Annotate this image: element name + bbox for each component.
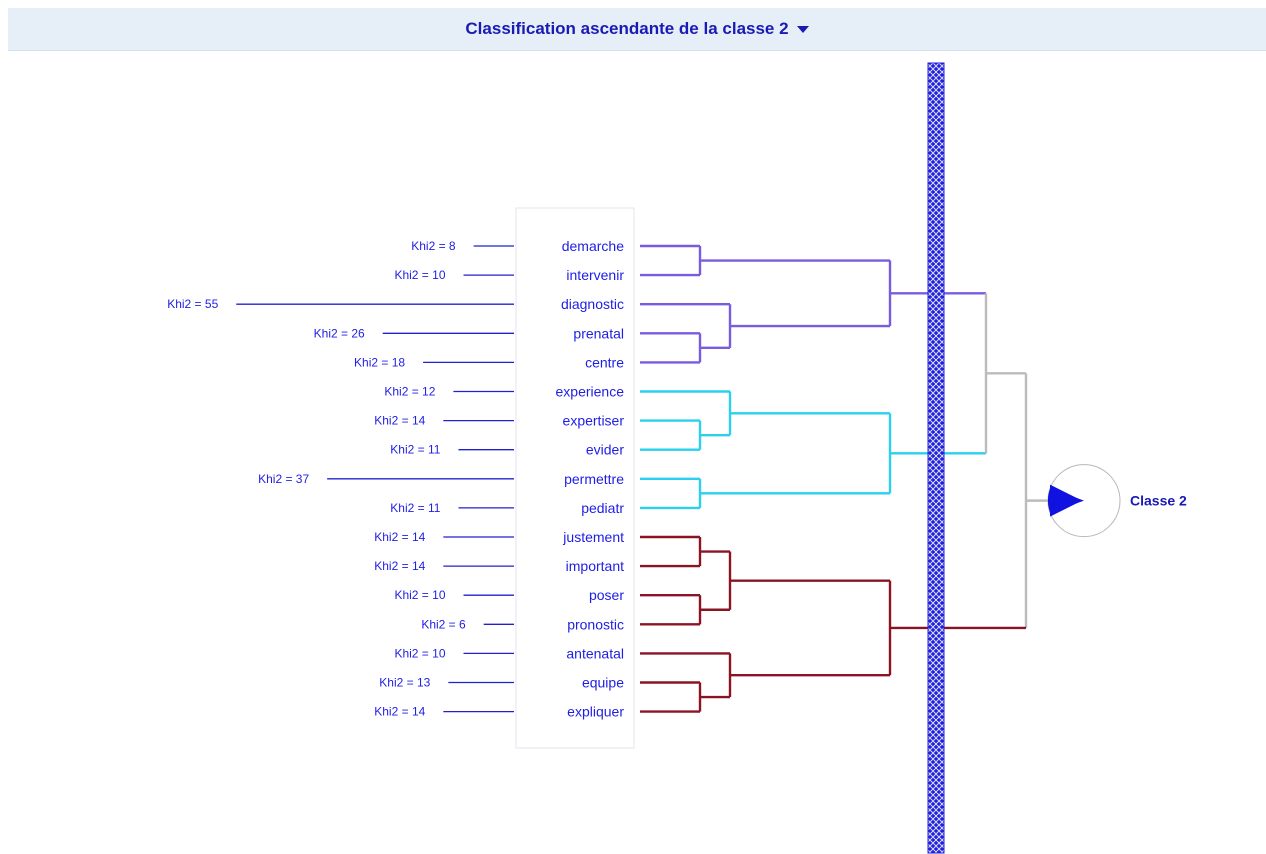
khi2-label: Khi2 = 8 (411, 239, 456, 253)
khi2-label: Khi2 = 10 (394, 268, 445, 282)
khi2-label: Khi2 = 12 (384, 385, 435, 399)
khi2-label: Khi2 = 10 (394, 588, 445, 602)
khi2-label: Khi2 = 14 (374, 530, 425, 544)
term-label[interactable]: demarche (562, 238, 624, 254)
khi2-label: Khi2 = 14 (374, 705, 425, 719)
word-panel (515, 207, 635, 749)
term-label[interactable]: permettre (564, 471, 624, 487)
khi2-label: Khi2 = 11 (390, 443, 440, 457)
class-label[interactable]: Classe 2 (1130, 493, 1187, 509)
khi2-label: Khi2 = 11 (390, 501, 440, 515)
term-label[interactable]: antenatal (566, 645, 624, 661)
term-label[interactable]: equipe (582, 675, 624, 691)
term-label[interactable]: poser (589, 587, 624, 603)
class-selector-header[interactable]: Classification ascendante de la classe 2 (8, 8, 1266, 51)
dendrogram-links (640, 244, 986, 713)
cut-line-band (927, 62, 945, 854)
term-label[interactable]: pronostic (567, 616, 624, 632)
khi2-label: Khi2 = 6 (421, 617, 466, 631)
term-label[interactable]: experience (556, 384, 625, 400)
khi2-label: Khi2 = 14 (374, 559, 425, 573)
chevron-down-icon[interactable] (796, 25, 809, 33)
term-label[interactable]: pediatr (581, 500, 624, 516)
term-label[interactable]: justement (562, 529, 624, 545)
class-pie-slice (1050, 484, 1082, 517)
khi2-label: Khi2 = 37 (258, 472, 309, 486)
term-label[interactable]: intervenir (566, 267, 624, 283)
term-label[interactable]: prenatal (573, 325, 624, 341)
word-list: demarche intervenir diagnostic prenatal cent… (556, 238, 625, 720)
term-label[interactable]: evider (586, 442, 624, 458)
khi2-label: Khi2 = 14 (374, 414, 425, 428)
khi2-label: Khi2 = 10 (394, 646, 445, 660)
term-label[interactable]: expertiser (563, 413, 625, 429)
khi2-label: Khi2 = 13 (379, 676, 430, 690)
khi2-label: Khi2 = 26 (314, 326, 365, 340)
cut-band (927, 62, 945, 854)
term-label[interactable]: diagnostic (561, 296, 624, 312)
page-title: Classification ascendante de la classe 2 (465, 19, 789, 38)
term-label[interactable]: expliquer (567, 704, 624, 720)
term-label[interactable]: important (566, 558, 624, 574)
khi2-label: Khi2 = 55 (167, 297, 218, 311)
root-links (984, 293, 1048, 630)
khi2-label: Khi2 = 18 (354, 355, 405, 369)
class-node[interactable]: Classe 2 (1047, 464, 1187, 538)
term-label[interactable]: centre (585, 354, 624, 370)
words-panel (515, 207, 635, 749)
khi2-bars: Khi2 = 8 Khi2 = 10 Khi2 = 55 Khi2 = 26 Khi2 … (167, 239, 514, 719)
